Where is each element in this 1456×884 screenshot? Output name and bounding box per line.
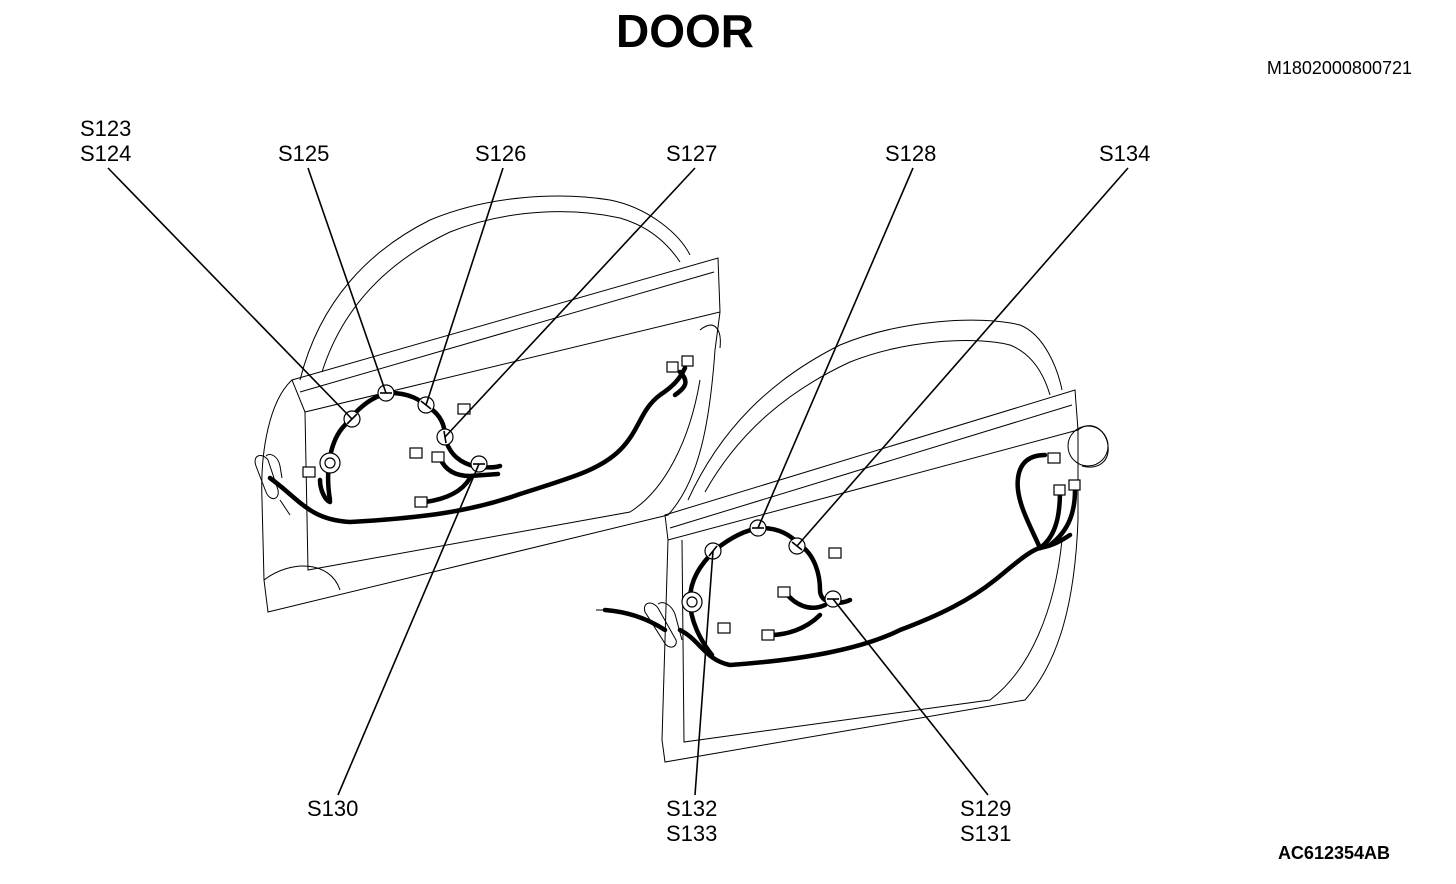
front-door-mirror: [699, 324, 721, 349]
front-door-harness-upper: [672, 369, 688, 398]
front-door-window-frame: [299, 195, 691, 381]
callout-s130: S130: [307, 796, 358, 821]
leader-s126: [425, 167, 504, 406]
label-s131: S131: [960, 821, 1012, 846]
rear-door-body: [661, 430, 1079, 763]
rear-door-harness-entry: [602, 607, 668, 633]
leader-s134: [796, 167, 1129, 547]
front-door-grommet-dash: [279, 499, 291, 516]
connector: [717, 622, 731, 634]
front-door: [254, 195, 721, 613]
leader-s129-s131: [832, 598, 989, 796]
rear-door-body-inner: [681, 539, 1063, 743]
label-s132: S132: [666, 796, 718, 821]
label-s133: S133: [666, 821, 718, 846]
rear-door-beltline-inner: [669, 404, 1073, 529]
front-door-beltline: [291, 257, 721, 413]
callout-s129-s131: S129 S131: [960, 796, 1011, 846]
rear-door-window-inner: [704, 340, 1051, 493]
label-s124: S124: [80, 141, 132, 166]
front-door-harness-entry: [317, 477, 333, 505]
connector: [777, 586, 791, 598]
callout-s134: S134: [1099, 141, 1150, 166]
connector: [828, 547, 842, 559]
label-s128: S128: [885, 141, 937, 166]
label-s125: S125: [278, 141, 330, 166]
illustration-code: AC612354AB: [1277, 843, 1390, 863]
connector: [1068, 479, 1081, 491]
front-door-grommet-inner: [265, 453, 283, 479]
connector: [409, 447, 423, 459]
rear-door-mirror: [1077, 425, 1109, 468]
callout-s126: S126: [475, 141, 526, 166]
rear-door-harness-drop: [767, 612, 823, 638]
leader-s125: [307, 167, 387, 394]
rear-door-grommet: [643, 602, 677, 648]
connector: [666, 361, 679, 373]
label-s127: S127: [666, 141, 718, 166]
label-s130: S130: [307, 796, 359, 821]
rear-door-harness-upper: [1015, 452, 1048, 551]
leader-s132-s133: [694, 550, 714, 796]
grommet-marker-front: [319, 452, 341, 474]
callout-s128: S128: [885, 141, 936, 166]
rear-door-harness-upper-c: [1047, 487, 1078, 548]
label-s123: S123: [80, 116, 132, 141]
front-door-body-inner: [304, 379, 701, 571]
rear-door-handle: [1067, 425, 1109, 467]
callout-s127: S127: [666, 141, 717, 166]
connector: [414, 496, 428, 508]
front-door-lower-edge: [263, 565, 341, 591]
front-door-grommet: [254, 454, 279, 499]
front-door-body: [261, 311, 721, 613]
page-title: DOOR: [616, 5, 754, 57]
connector: [761, 629, 775, 641]
rear-door-beltline: [664, 389, 1079, 541]
front-door-window-inner: [321, 211, 681, 373]
rear-door-window-frame: [687, 319, 1063, 501]
connector: [1053, 484, 1066, 496]
leader-lines: [107, 167, 1129, 796]
leader-s123-s124: [107, 167, 353, 420]
label-s129: S129: [960, 796, 1012, 821]
rear-door-grommet-inner: [657, 602, 683, 641]
connector: [681, 355, 694, 367]
leader-s128: [757, 167, 914, 529]
connector: [302, 466, 316, 478]
connector: [1047, 452, 1061, 464]
leader-s130: [337, 463, 480, 796]
leader-s127: [444, 167, 696, 438]
rear-door-harness-upper-b: [1037, 487, 1063, 551]
front-door-harness-loop: [325, 390, 503, 503]
connector: [431, 451, 445, 463]
callout-s123-s124: S123 S124: [80, 116, 131, 166]
figure-code: M1802000800721: [1266, 58, 1412, 78]
grommet-marker-rear: [681, 591, 703, 613]
front-door-main-harness: [267, 365, 688, 525]
front-door-harness-drop: [422, 475, 473, 505]
rear-door: [596, 319, 1109, 763]
callout-s125: S125: [278, 141, 329, 166]
label-s126: S126: [475, 141, 527, 166]
front-door-beltline-inner: [299, 271, 715, 393]
label-s134: S134: [1099, 141, 1151, 166]
rear-door-main-harness: [677, 532, 1073, 668]
callout-s132-s133: S132 S133: [666, 796, 717, 846]
